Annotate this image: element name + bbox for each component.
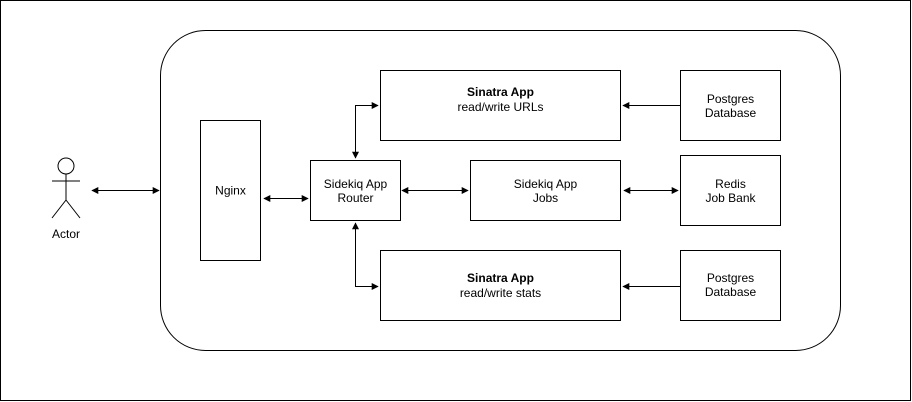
sinatra-urls-node	[380, 70, 621, 141]
postgres-urls-line2: Database	[705, 106, 757, 120]
postgres-stats-line2: Database	[705, 285, 757, 299]
nginx-node	[200, 120, 261, 261]
sinatra-urls-title: Sinatra App	[467, 85, 534, 99]
redis-line1: Redis	[715, 177, 746, 191]
router-label-line2: Router	[337, 191, 373, 205]
postgres-urls-line1: Postgres	[707, 92, 754, 106]
sinatra-stats-subtitle: read/write stats	[460, 286, 541, 300]
postgres-stats-node	[680, 250, 781, 321]
sidekiq-jobs-line2: Jobs	[533, 191, 558, 205]
router-label-line1: Sidekiq App	[324, 177, 388, 191]
sinatra-urls-subtitle: read/write URLs	[457, 100, 543, 114]
sinatra-stats-title: Sinatra App	[467, 271, 534, 285]
arrow-router-sinatra-urls	[352, 102, 379, 159]
actor-icon	[51, 157, 81, 219]
postgres-stats-line1: Postgres	[707, 271, 754, 285]
actor-label: Actor	[52, 227, 80, 241]
sidekiq-jobs-node	[470, 160, 621, 221]
sidekiq-jobs-line1: Sidekiq App	[514, 177, 578, 191]
redis-line2: Job Bank	[705, 191, 756, 205]
arrow-router-sinatra-stats	[352, 222, 379, 290]
nginx-label: Nginx	[215, 184, 246, 198]
redis-node	[680, 155, 781, 226]
postgres-urls-node	[680, 70, 781, 141]
router-node	[310, 160, 401, 221]
sinatra-stats-node	[380, 250, 621, 321]
